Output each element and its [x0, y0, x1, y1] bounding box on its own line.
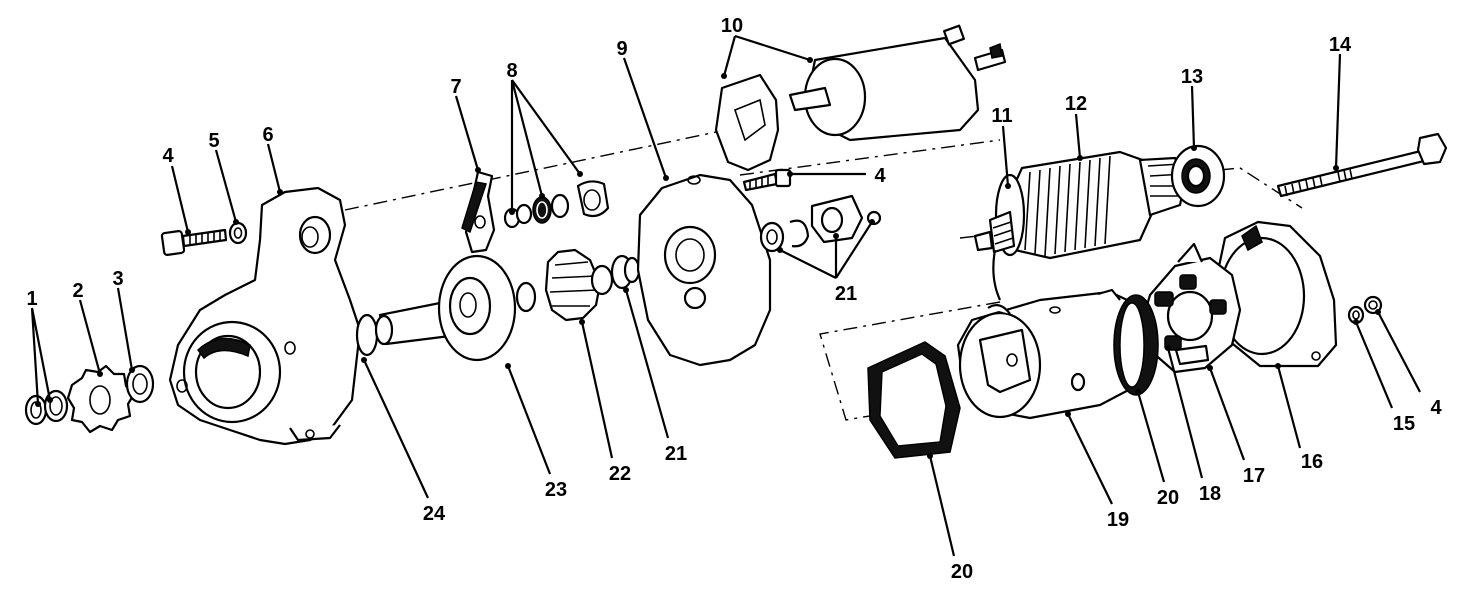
field-frame-part-19 [956, 288, 1150, 420]
callout-14: 14 [1329, 34, 1352, 56]
callout-4-right: 4 [1430, 397, 1442, 419]
snap-rings-part-1 [24, 389, 69, 426]
callout-16: 16 [1301, 451, 1323, 473]
callout-labels: 1 2 3 4 5 6 7 8 9 10 11 12 13 14 4 21 24… [26, 15, 1442, 583]
washer-part-5 [228, 221, 248, 245]
callout-5: 5 [208, 130, 219, 152]
through-bolt-part-14 [1276, 132, 1448, 198]
seal-ring-part-20-left [867, 341, 961, 459]
leader-lines [30, 34, 1421, 557]
callout-18: 18 [1199, 483, 1221, 505]
bolt-part-4-left [160, 228, 228, 256]
parts-21-group [759, 194, 882, 253]
springs-bushings-part-8 [503, 180, 610, 229]
seal-ring-part-20-right [1113, 294, 1159, 396]
callout-21-middle: 21 [835, 283, 857, 305]
callout-13: 13 [1181, 66, 1203, 88]
callout-9: 9 [616, 38, 627, 60]
bolt-part-4-middle [742, 168, 792, 192]
callout-24: 24 [423, 503, 446, 525]
leader-dots [35, 57, 1381, 459]
callout-1: 1 [26, 288, 37, 310]
callout-4-middle: 4 [874, 165, 886, 187]
callout-4-left: 4 [162, 145, 174, 167]
solenoid-part-10 [714, 24, 1007, 172]
callout-17: 17 [1243, 465, 1265, 487]
collar-part-3 [125, 364, 155, 404]
brush-holder-part-17-18 [1140, 242, 1242, 374]
callout-7: 7 [450, 76, 461, 98]
callout-11: 11 [991, 105, 1012, 127]
callout-10: 10 [721, 15, 743, 37]
drive-shaft-part-23 [374, 254, 537, 362]
commutator-end-frame-part-16 [1212, 220, 1338, 368]
bearing-part-13 [1170, 144, 1226, 208]
callout-12: 12 [1065, 93, 1087, 115]
callout-20-right: 20 [1157, 487, 1179, 509]
callout-21-bottom: 21 [665, 443, 687, 465]
callout-2: 2 [72, 280, 83, 302]
washer-part-21-left [610, 254, 641, 290]
callout-3: 3 [112, 268, 123, 290]
shift-lever-part-7 [461, 170, 496, 254]
callout-8: 8 [506, 60, 517, 82]
drive-end-housing-part-6 [168, 186, 379, 446]
callout-15: 15 [1393, 413, 1415, 435]
callout-6: 6 [262, 124, 273, 146]
callout-22: 22 [609, 463, 631, 485]
callout-19: 19 [1107, 509, 1129, 531]
wire-lead [992, 249, 1002, 301]
pinion-gear-part-22 [544, 248, 614, 322]
callout-20-bottom: 20 [951, 561, 973, 583]
gear-housing-cover-part-9 [636, 173, 772, 367]
callout-23: 23 [545, 479, 567, 501]
screw-part-4-right [1363, 295, 1383, 315]
